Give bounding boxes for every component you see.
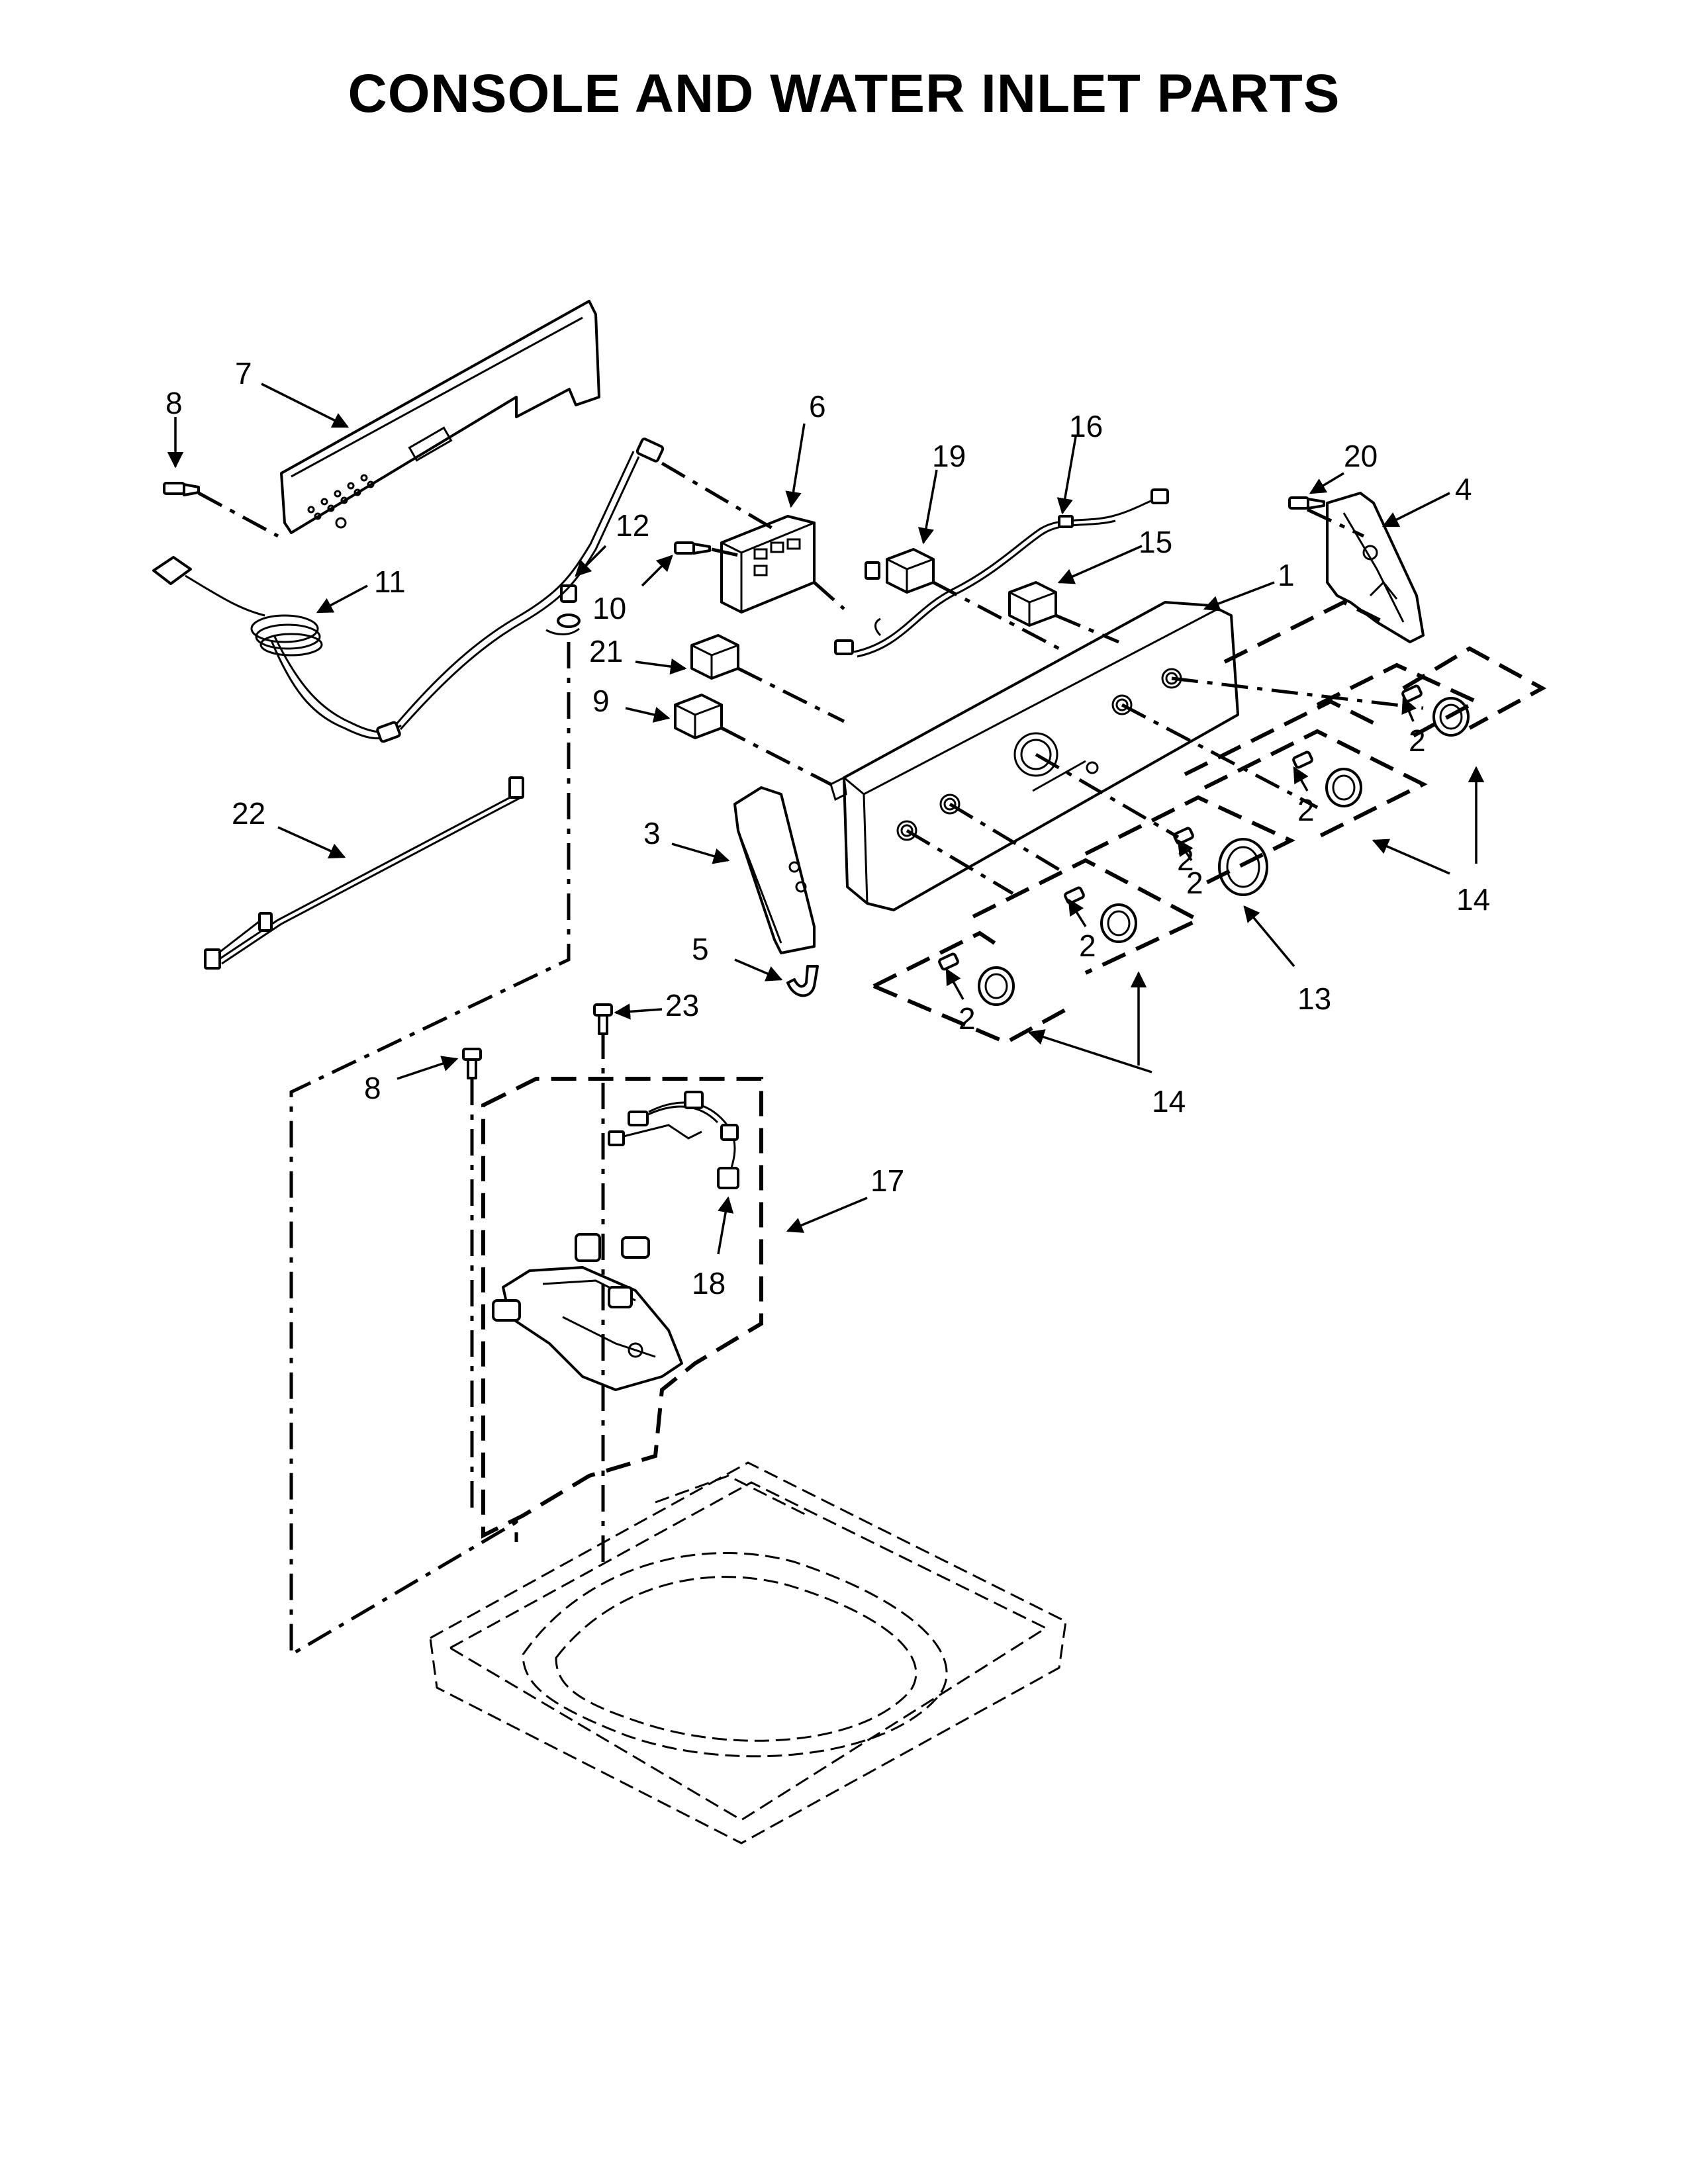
screw-8-lower bbox=[462, 1048, 482, 1079]
callout-2: 2 bbox=[1177, 842, 1194, 877]
screw-12 bbox=[557, 584, 581, 628]
bracket-group-14-upper bbox=[1184, 600, 1547, 776]
part-4-end-cap bbox=[1326, 492, 1425, 643]
bracket-group-14-lower bbox=[872, 729, 1428, 1045]
part-22-wire-harness bbox=[204, 776, 524, 970]
callout-2: 2 bbox=[1079, 929, 1096, 963]
screw-20 bbox=[1288, 496, 1325, 510]
callout-13: 13 bbox=[1297, 981, 1331, 1016]
callout-2: 2 bbox=[1297, 793, 1315, 827]
part-21-switch bbox=[690, 634, 739, 680]
callout-18: 18 bbox=[692, 1266, 726, 1300]
callout-9: 9 bbox=[592, 684, 610, 718]
callout-7: 7 bbox=[235, 356, 252, 390]
part-19-switch bbox=[865, 548, 935, 594]
screw-23 bbox=[593, 1003, 613, 1035]
callout-21: 21 bbox=[589, 634, 623, 668]
knob-13 bbox=[1218, 838, 1268, 896]
callout-8: 8 bbox=[165, 386, 183, 420]
part-17-water-inlet-valve bbox=[492, 1233, 683, 1391]
callout-11: 11 bbox=[374, 565, 406, 599]
callout-22: 22 bbox=[232, 796, 265, 831]
part-5-clip bbox=[786, 965, 819, 997]
callout-14: 14 bbox=[1456, 882, 1490, 917]
part-7-console-bracket bbox=[280, 300, 600, 534]
leader-arrows bbox=[167, 383, 1485, 1255]
callout-5: 5 bbox=[692, 932, 709, 966]
callout-4: 4 bbox=[1455, 472, 1472, 506]
callout-3: 3 bbox=[643, 816, 661, 850]
callout-20: 20 bbox=[1344, 439, 1378, 473]
part-6-control-board bbox=[720, 515, 816, 614]
part-3-cover bbox=[733, 786, 816, 954]
callout-labels: 1 2 2 2 2 2 2 3 4 5 6 7 8 8 9 10 11 12 1… bbox=[165, 356, 1490, 1300]
callout-2: 2 bbox=[1409, 723, 1426, 758]
callout-15: 15 bbox=[1139, 525, 1172, 559]
callout-10: 10 bbox=[592, 591, 626, 625]
callout-8: 8 bbox=[364, 1071, 381, 1105]
screw-10 bbox=[674, 541, 711, 555]
explode-lines bbox=[197, 461, 1424, 1658]
callout-16: 16 bbox=[1069, 409, 1103, 443]
part-11-power-cord bbox=[152, 437, 665, 743]
callout-12: 12 bbox=[616, 508, 649, 543]
cabinet-top bbox=[429, 1461, 1067, 1844]
page-title: CONSOLE AND WATER INLET PARTS bbox=[348, 64, 1340, 124]
part-18-harness bbox=[608, 1091, 739, 1189]
screw-8-top bbox=[163, 482, 200, 496]
callout-23: 23 bbox=[665, 988, 699, 1023]
callout-14: 14 bbox=[1152, 1084, 1186, 1118]
part-9-switch bbox=[674, 694, 723, 739]
bracket-group-17 bbox=[481, 1077, 763, 1539]
callout-19: 19 bbox=[932, 439, 966, 473]
callout-2: 2 bbox=[1186, 866, 1203, 900]
callout-2: 2 bbox=[959, 1001, 976, 1036]
callout-17: 17 bbox=[870, 1163, 904, 1198]
part-16-harness bbox=[834, 488, 1169, 658]
part-15-switch bbox=[1008, 581, 1057, 627]
callout-6: 6 bbox=[809, 389, 826, 424]
callout-1: 1 bbox=[1278, 558, 1295, 592]
